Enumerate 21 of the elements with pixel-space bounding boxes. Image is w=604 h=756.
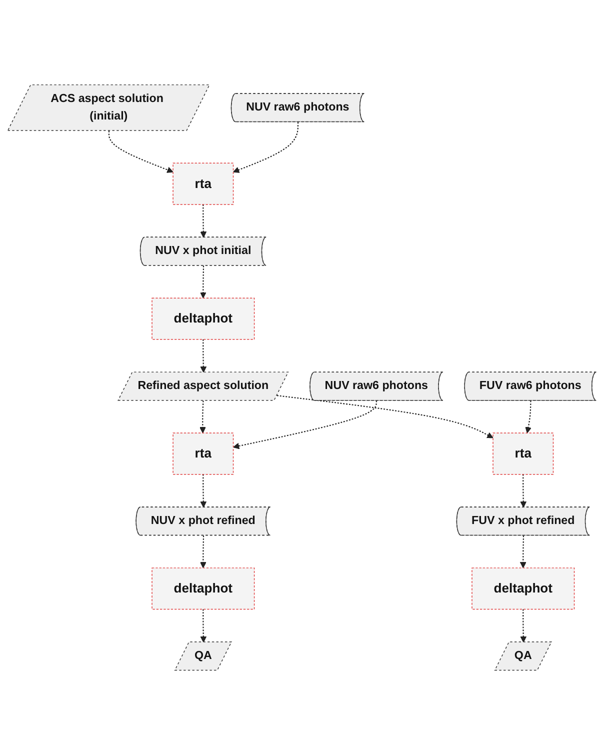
node-box: deltaphot <box>472 568 575 610</box>
arrow <box>108 131 174 174</box>
arrow <box>200 401 206 434</box>
arrow <box>200 536 206 569</box>
arrow <box>520 474 527 508</box>
arrow <box>232 401 377 450</box>
arrow <box>525 401 532 434</box>
node-box: deltaphot <box>152 568 255 610</box>
node-box: rta <box>172 433 234 476</box>
node-box: rta <box>172 163 234 206</box>
arrow <box>232 122 299 174</box>
arrow <box>200 204 207 238</box>
node-box: deltaphot <box>152 298 255 340</box>
arrow <box>200 266 206 299</box>
arrow <box>276 395 494 439</box>
node-box: rta <box>492 433 554 476</box>
arrow <box>520 536 526 569</box>
arrow <box>200 340 207 374</box>
arrow <box>200 474 207 508</box>
arrow <box>200 610 207 644</box>
arrow <box>520 610 527 644</box>
